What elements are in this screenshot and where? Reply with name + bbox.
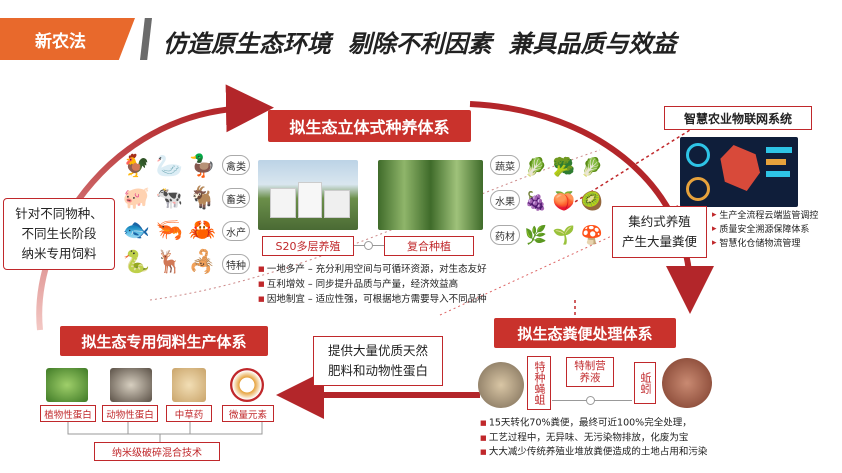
goose-icon: 🦢: [153, 150, 186, 182]
lingzhi-icon: 🍄: [578, 218, 606, 252]
peach-icon: 🍑: [550, 184, 578, 218]
trace-element-photo: [230, 368, 264, 402]
cabbage-icon: 🥬: [578, 150, 606, 184]
tag-s20-layered: S20多层养殖: [262, 236, 354, 256]
maggot-photo: [478, 362, 524, 408]
plant-cat-fruit: 水果: [490, 190, 520, 210]
rooster-icon: 🐓: [120, 150, 153, 182]
herb-icon: 🌱: [550, 218, 578, 252]
tag-compound-planting: 复合种植: [384, 236, 474, 256]
breeding-bullet-2: 互利增效 – 同步提升品质与产量，经济效益高: [258, 277, 558, 292]
intensive-line2: 产生大量粪便: [622, 232, 697, 252]
left-box-line1: 针对不同物种、: [15, 204, 103, 224]
breeding-bullet-3: 因地制宜 – 适应性强，可根据地方需要导入不同品种: [258, 292, 558, 307]
feed-item-trace-element: 微量元素: [222, 405, 274, 422]
feed-item-animal-protein: 动物性蛋白: [102, 405, 158, 422]
manure-title: 拟生态粪便处理体系: [494, 318, 676, 348]
manure-bullet-1: 15天转化70%粪便，最终可近100%完全处理，: [480, 416, 820, 431]
feed-tech-tag: 纳米级破碎混合技术: [94, 442, 220, 461]
animal-protein-photo: [110, 368, 152, 402]
feed-title: 拟生态专用饲料生产体系: [60, 326, 268, 356]
animal-cat-special: 特种: [222, 254, 250, 274]
scorpion-icon: 🦂: [186, 246, 219, 278]
manure-item-maggot: 特种蝇蛆: [527, 356, 551, 410]
fish-icon: 🐟: [120, 214, 153, 246]
iot-bullets: 生产全流程云端监管调控 质量安全溯源保障体系 智慧化仓储物流管理: [712, 209, 832, 251]
manure-bullet-3: 大大减少传统养殖业堆放粪便造成的土地占用和污染: [480, 445, 820, 460]
plant-cat-herb: 药材: [490, 225, 520, 245]
animal-cat-aquatic: 水产: [222, 221, 250, 241]
left-box-line2: 不同生长阶段: [21, 224, 96, 244]
goat-icon: 🐐: [186, 182, 219, 214]
greenhouse-photo: [378, 160, 483, 230]
iot-dashboard-screen: [680, 137, 798, 207]
earthworm-photo: [662, 358, 712, 408]
manure-bullet-2: 工艺过程中，无异味、无污染物排放，化废为宝: [480, 431, 820, 446]
feed-item-plant-protein: 植物性蛋白: [40, 405, 96, 422]
ginseng-icon: 🌿: [522, 218, 550, 252]
breeding-bullets: 一地多产 – 充分利用空间与可循环资源，对生态友好 互利增效 – 同步提升品质与…: [258, 262, 558, 307]
iot-bullet-3: 智慧化仓储物流管理: [712, 237, 832, 251]
feed-item-herbal: 中草药: [166, 405, 212, 422]
tag-connector-dot: [364, 241, 373, 250]
plant-grid: 🥬 🥦 🥬 🍇 🍑 🥝 🌿 🌱 🍄: [522, 150, 612, 250]
manure-bullets: 15天转化70%粪便，最终可近100%完全处理， 工艺过程中，无异味、无污染物排…: [480, 416, 820, 460]
plant-cat-vegetable: 蔬菜: [490, 155, 520, 175]
header-badge: 新农法: [0, 18, 135, 60]
duck-icon: 🦆: [186, 150, 219, 182]
herbal-medicine-photo: [172, 368, 206, 402]
intensive-farming-box: 集约式养殖 产生大量粪便: [612, 206, 707, 258]
iot-bullet-1: 生产全流程云端监管调控: [712, 209, 832, 223]
farm-building-photo: [258, 160, 358, 230]
breeding-title: 拟生态立体式种养体系: [268, 110, 471, 142]
left-box-line3: 纳米专用饲料: [21, 244, 96, 264]
cow-icon: 🐄: [153, 182, 186, 214]
provide-fertilizer-box: 提供大量优质天然 肥料和动物性蛋白: [313, 336, 443, 386]
manure-item-earthworm: 蚯蚓: [634, 362, 656, 404]
animal-grid: 🐓 🦢 🦆 🐖 🐄 🐐 🐟 🦐 🦀 🐍 🦌 🦂: [120, 150, 220, 278]
plant-protein-photo: [46, 368, 88, 402]
intensive-line1: 集约式养殖: [628, 212, 691, 232]
crab-icon: 🦀: [186, 214, 219, 246]
animal-cat-livestock: 畜类: [222, 188, 250, 208]
kiwi-icon: 🥝: [578, 184, 606, 218]
broccoli-icon: 🥦: [550, 150, 578, 184]
iot-title: 智慧农业物联网系统: [664, 106, 812, 130]
provide-line2: 肥料和动物性蛋白: [328, 361, 428, 381]
page-title: 仿造原生态环境 剔除不利因素 兼具品质与效益: [163, 24, 676, 59]
snake-icon: 🐍: [120, 246, 153, 278]
iot-bullet-2: 质量安全溯源保障体系: [712, 223, 832, 237]
shrimp-icon: 🦐: [153, 214, 186, 246]
manure-item-nutrient: 特制营养液: [566, 357, 614, 387]
animal-cat-poultry: 禽类: [222, 155, 250, 175]
lettuce-icon: 🥬: [522, 150, 550, 184]
feed-bracket: [40, 422, 280, 444]
header-badge-label: 新农法: [35, 27, 86, 52]
grapes-icon: 🍇: [522, 184, 550, 218]
breeding-bullet-1: 一地多产 – 充分利用空间与可循环资源，对生态友好: [258, 262, 558, 277]
deer-icon: 🦌: [153, 246, 186, 278]
left-feed-box: 针对不同物种、 不同生长阶段 纳米专用饲料: [3, 198, 115, 270]
manure-connector-dot: [586, 396, 595, 405]
provide-line1: 提供大量优质天然: [328, 341, 428, 361]
pig-icon: 🐖: [120, 182, 153, 214]
